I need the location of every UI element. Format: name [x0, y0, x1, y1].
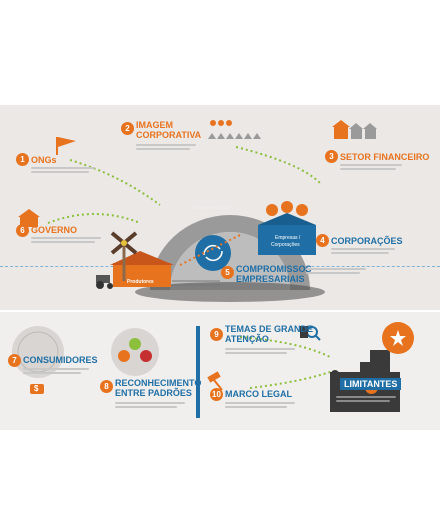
step-number-5: 5 [221, 266, 234, 279]
setor-financeiro-title: SETOR FINANCEIRO [340, 152, 430, 162]
reconhecimento-title-line1: RECONHECIMENTO [115, 378, 202, 388]
center-diagram [18, 120, 377, 302]
corporacoes-title: CORPORAÇÕES [331, 236, 403, 246]
reconhecimento-title-line2: ENTRE PADRÕES [115, 388, 192, 398]
imagem-corporativa-title-line2: CORPORATIVA [136, 130, 202, 140]
temas-title-line1: TEMAS DE GRANDE [225, 324, 314, 334]
government-building [20, 217, 38, 227]
cart-badge [30, 384, 44, 394]
corporacoes-description [331, 248, 395, 250]
flag-pole [56, 137, 58, 155]
fence [172, 280, 220, 286]
setor-financeiro-description [340, 164, 402, 166]
marco-legal-title: MARCO LEGAL [225, 389, 292, 399]
consumidores-description [23, 368, 89, 370]
step-number-6: 6 [16, 224, 29, 237]
reconhecimento-description [115, 402, 185, 404]
currency-glyph: $ [34, 384, 39, 393]
barn-roof [110, 251, 174, 265]
compromissos-title-line2: EMPRESARIAIS [236, 274, 305, 284]
connector-arrow [235, 146, 321, 184]
gear-icon [281, 201, 293, 213]
governo-description [31, 237, 101, 239]
step-number-10: 10 [210, 388, 223, 401]
consumidores-title: CONSUMIDORES [23, 355, 98, 365]
tractor [96, 275, 110, 283]
arc-label: SETOR PRODUTIVO [192, 205, 231, 210]
ongs-description [31, 167, 95, 169]
limitantes-title: LIMITANTES [340, 378, 402, 390]
governo-title: GOVERNO [31, 225, 78, 235]
standards-badge [111, 328, 159, 376]
connector-arrow [69, 159, 161, 206]
step-number-3: 3 [325, 150, 338, 163]
imagem-corporativa-description [136, 144, 196, 146]
connector-arrow [239, 336, 331, 358]
step-number-9: 9 [210, 328, 223, 341]
companies-label-line2: Corporações [271, 242, 300, 248]
marco-legal-description [225, 402, 295, 404]
companies-building [258, 225, 316, 255]
gear-icon [266, 204, 278, 216]
connector-arrow [47, 213, 141, 224]
ground-shadow [135, 282, 325, 302]
gavel-icon [207, 371, 221, 383]
person-icon [331, 370, 339, 378]
finance-buildings [332, 120, 377, 139]
compromissos-title-line1: COMPROMISSOS [236, 264, 312, 274]
compromissos-description [306, 268, 366, 270]
gear-icon [296, 204, 308, 216]
consumers-badge [12, 326, 64, 378]
blue-divider-bar [196, 326, 200, 418]
temas-title-line2: ATENÇÃO [225, 334, 269, 344]
star-icon [390, 330, 406, 346]
step-number-8: 8 [100, 380, 113, 393]
connector-arrow [179, 234, 241, 266]
circle-arrows [203, 244, 223, 262]
connector-arrow [249, 371, 331, 389]
producers-label: Produtores [127, 279, 154, 285]
companies-label-line1: Empresas / [275, 235, 301, 241]
ongs-title: ONGs [31, 155, 57, 165]
flag-icon [58, 137, 76, 147]
checklist-icon [300, 326, 308, 338]
imagem-corporativa-title-line1: IMAGEM [136, 120, 173, 130]
limitantes-description [336, 396, 396, 398]
people-icon-group [208, 120, 261, 139]
temas-description [225, 348, 295, 350]
tractor-wheel [96, 281, 104, 289]
windmill-hub [121, 240, 127, 246]
step-number-1: 1 [16, 153, 29, 166]
step-number-2: 2 [121, 122, 134, 135]
step-number-7: 7 [8, 354, 21, 367]
step-number-4: 4 [316, 234, 329, 247]
